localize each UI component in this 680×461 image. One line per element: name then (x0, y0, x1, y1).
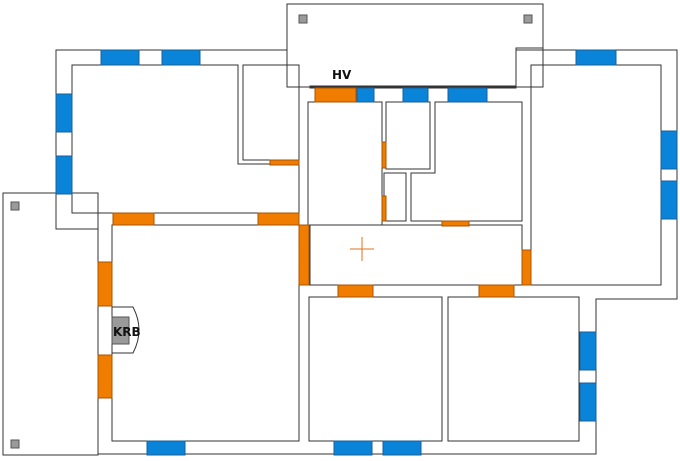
fireplace-icon (111, 316, 130, 345)
room-top-left (71, 64, 300, 214)
door (314, 87, 357, 103)
window (447, 87, 488, 103)
window (356, 87, 375, 103)
window (100, 49, 140, 66)
room-bottom-middle (308, 296, 443, 442)
window (660, 130, 678, 170)
window (660, 180, 678, 220)
door (257, 212, 300, 226)
door (112, 212, 155, 226)
corner-post-icon (10, 201, 20, 211)
room-top-left-closet (242, 64, 300, 161)
window (55, 93, 73, 133)
window (55, 155, 73, 195)
door (441, 220, 470, 227)
window (402, 87, 429, 103)
door (521, 249, 532, 286)
corner-post-icon (523, 14, 533, 24)
window (579, 382, 597, 422)
room-hall-upper (307, 101, 383, 226)
corner-posts (10, 14, 533, 449)
windows (55, 49, 678, 456)
door (97, 261, 113, 307)
left-annex-outline (2, 192, 99, 456)
room-kitchen (410, 101, 523, 222)
window (382, 440, 422, 456)
window (146, 440, 186, 456)
doors (97, 87, 532, 399)
window (579, 331, 597, 371)
top-annex-outline (286, 3, 544, 88)
door (298, 224, 310, 286)
crosshair-icon (350, 237, 374, 261)
room-wc (383, 172, 407, 222)
room-corridor (309, 224, 523, 286)
label-krb: KRB (113, 325, 141, 339)
door (381, 141, 387, 169)
label-hv: HV (332, 68, 352, 82)
door (97, 354, 113, 399)
room-right-top (530, 64, 662, 286)
corner-post-icon (10, 439, 20, 449)
window (161, 49, 201, 66)
window (333, 440, 373, 456)
door (269, 159, 300, 166)
door (381, 195, 387, 222)
window (575, 49, 617, 66)
door (478, 284, 515, 298)
room-bottom-right (447, 296, 580, 442)
door (337, 284, 374, 298)
room-bath (385, 101, 431, 170)
corner-post-icon (298, 14, 308, 24)
